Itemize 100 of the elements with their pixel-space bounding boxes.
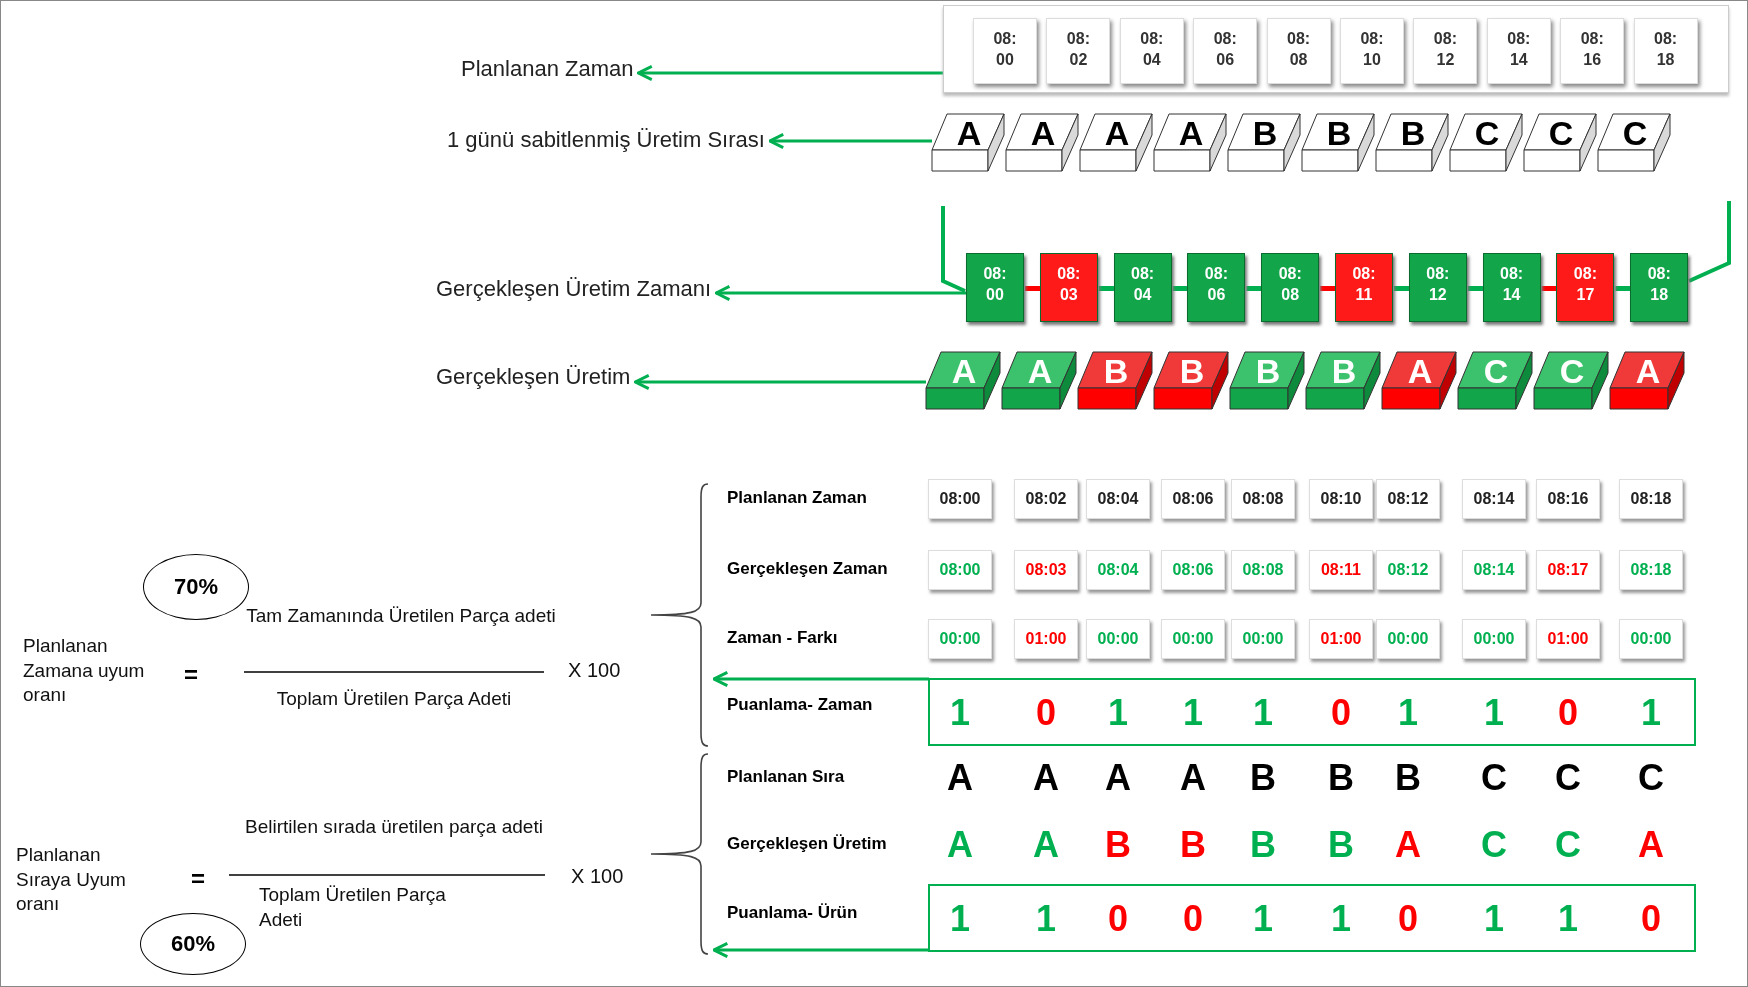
row-label: Planlanan Zaman — [727, 488, 867, 508]
sequence-letter: A — [1104, 758, 1132, 798]
score-digit: 1 — [1036, 897, 1057, 941]
time-card: 08: 14 — [1482, 253, 1541, 322]
score-digit: 0 — [1183, 897, 1204, 941]
score-digit: 1 — [1484, 897, 1505, 941]
time-card: 08: 08 — [1261, 253, 1320, 322]
score-digit: 1 — [1108, 691, 1129, 735]
time-card: 08: 10 — [1340, 18, 1404, 84]
arrow — [712, 941, 929, 959]
time-cell: 08:02 — [1014, 479, 1078, 519]
time-cell: 08:04 — [1086, 550, 1150, 590]
sequence-letter: A — [946, 758, 974, 798]
sequence-letter: B — [1104, 825, 1132, 865]
score-digit: 1 — [1558, 897, 1579, 941]
time-card: 08: 03 — [1039, 253, 1098, 322]
score-digit: 0 — [1558, 691, 1579, 735]
time-cell: 08:16 — [1536, 479, 1600, 519]
equals-sign: = — [184, 661, 198, 689]
time-cell: 08:00 — [928, 479, 992, 519]
time-cell: 00:00 — [1619, 619, 1683, 659]
time-cell: 08:10 — [1309, 479, 1373, 519]
text-label: Gerçekleşen Üretim — [436, 364, 631, 390]
denominator-text: Toplam Üretilen Parça Adeti — [275, 687, 513, 711]
score-digit: 1 — [1183, 691, 1204, 735]
time-card: 08: 06 — [1187, 253, 1246, 322]
time-card: 08: 18 — [1630, 253, 1689, 322]
numerator-text: Belirtilen sırada üretilen parça adeti — [244, 815, 544, 839]
arrow — [637, 64, 944, 82]
time-card: 08: 16 — [1560, 18, 1625, 84]
equals-sign: = — [191, 865, 205, 893]
sequence-letter: A — [1032, 758, 1060, 798]
denominator-text: Toplam Üretilen Parça Adeti — [259, 883, 447, 932]
multiplier-text: X 100 — [568, 658, 621, 683]
time-cell: 08:17 — [1536, 550, 1600, 590]
time-card: 08: 14 — [1486, 18, 1551, 84]
sequence-letter: B — [1249, 758, 1277, 798]
sequence-letter: A — [1394, 825, 1422, 865]
time-cell: 08:18 — [1619, 550, 1683, 590]
text-label: Gerçekleşen Üretim Zamanı — [436, 276, 712, 302]
row-label: Gerçekleşen Zaman — [727, 559, 888, 579]
row-label: Zaman - Farkı — [727, 628, 838, 648]
arrow — [714, 284, 967, 302]
sequence-letter: C — [1480, 758, 1508, 798]
time-card: 08: 11 — [1335, 253, 1393, 322]
score-digit: 1 — [950, 691, 971, 735]
time-cell: 00:00 — [1161, 619, 1225, 659]
time-cell: 08:12 — [1376, 550, 1440, 590]
time-cell: 00:00 — [1086, 619, 1150, 659]
time-card: 08: 06 — [1193, 18, 1258, 84]
connector-bar — [1394, 286, 1410, 291]
time-card: 08: 00 — [966, 253, 1024, 322]
time-cell: 08:06 — [1161, 479, 1225, 519]
time-cell: 08:00 — [928, 550, 992, 590]
sequence-letter: B — [1394, 758, 1422, 798]
sequence-letter: B — [1327, 758, 1355, 798]
row-label: Gerçekleşen Üretim — [727, 834, 887, 854]
score-digit: 1 — [1641, 691, 1662, 735]
sequence-letter: C — [1480, 825, 1508, 865]
time-card: 08: 12 — [1413, 18, 1478, 84]
time-card: 08: 17 — [1556, 253, 1615, 322]
sequence-letter: C — [1637, 758, 1665, 798]
time-cell: 00:00 — [1462, 619, 1526, 659]
score-digit: 0 — [1108, 897, 1129, 941]
time-cell: 08:14 — [1462, 550, 1526, 590]
row-label: Puanlama- Ürün — [727, 903, 858, 923]
time-card: 08: 04 — [1113, 253, 1172, 322]
sequence-letter: B — [1327, 825, 1355, 865]
sequence-letter: C — [1554, 758, 1582, 798]
time-cell: 08:12 — [1376, 479, 1440, 519]
time-card: 08: 00 — [973, 18, 1037, 84]
time-cell: 08:06 — [1161, 550, 1225, 590]
score-digit: 1 — [1398, 691, 1419, 735]
formula-term: Planlanan Sıraya Uyum oranı — [16, 843, 127, 917]
sequence-letter: A — [1032, 825, 1060, 865]
time-cell: 08:04 — [1086, 479, 1150, 519]
score-digit: 1 — [950, 897, 971, 941]
sequence-letter: B — [1179, 825, 1207, 865]
time-cell: 08:03 — [1014, 550, 1078, 590]
time-cell: 08:18 — [1619, 479, 1683, 519]
sequence-letter: A — [946, 825, 974, 865]
connector-bar — [1098, 286, 1115, 291]
connector-bar — [1320, 286, 1336, 291]
time-cell: 08:08 — [1231, 550, 1295, 590]
score-digit: 1 — [1331, 897, 1352, 941]
sequence-letter: B — [1249, 825, 1277, 865]
time-cell: 08:14 — [1462, 479, 1526, 519]
sequence-letter: A — [1179, 758, 1207, 798]
text-label: 1 günü sabitlenmiş Üretim Sırası — [447, 127, 765, 153]
multiplier-text: X 100 — [571, 864, 624, 889]
arrow — [768, 132, 932, 150]
time-cell: 01:00 — [1014, 619, 1078, 659]
time-card: 08: 08 — [1266, 18, 1331, 84]
row-label: Puanlama- Zaman — [727, 695, 873, 715]
score-digit: 1 — [1253, 897, 1274, 941]
timeline-banner — [943, 5, 1729, 93]
text-label: Planlanan Zaman — [461, 56, 634, 82]
score-box — [928, 678, 1696, 746]
sequence-letter: A — [1637, 825, 1665, 865]
row-label: Planlanan Sıra — [727, 767, 845, 787]
